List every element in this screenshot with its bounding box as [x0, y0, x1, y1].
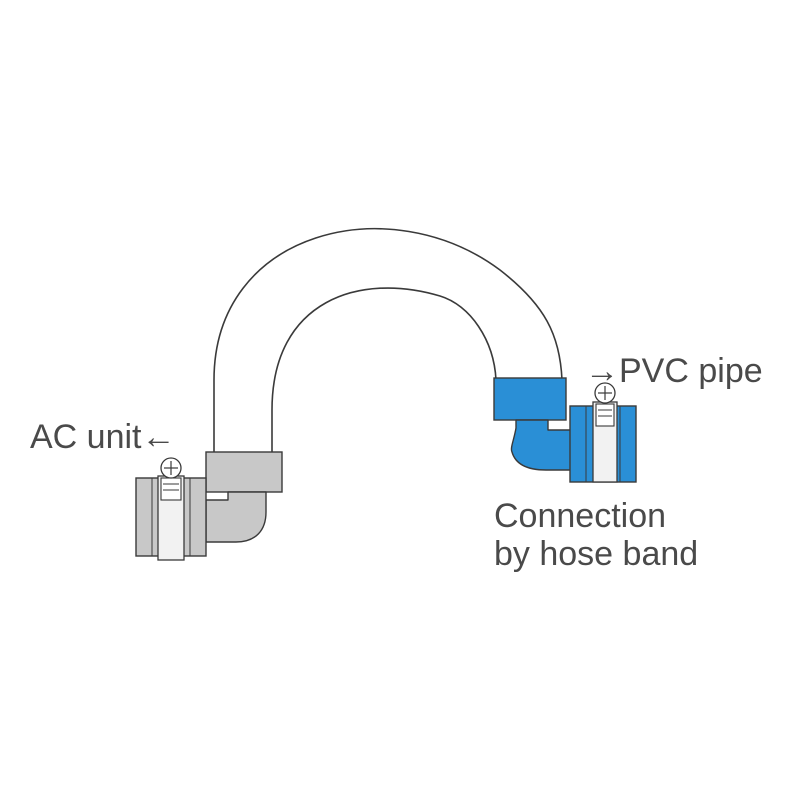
connection-label: Connection by hose band [494, 497, 698, 573]
pvc-pipe-fitting [493, 377, 637, 483]
connection-label-line1: Connection [494, 497, 667, 535]
connection-label-line2: by hose band [494, 535, 699, 573]
pvc-pipe-label: →PVC pipe [585, 352, 763, 390]
hose-band-left [157, 457, 185, 561]
blue-hose-sleeve [493, 377, 567, 421]
gray-hose-sleeve [205, 451, 283, 493]
ac-unit-fitting [135, 451, 283, 561]
flexible-hose [213, 228, 563, 457]
ac-unit-label: AC unit← [30, 418, 176, 456]
gray-elbow [205, 491, 267, 543]
blue-elbow [510, 419, 573, 471]
hose-band-right [592, 382, 618, 483]
